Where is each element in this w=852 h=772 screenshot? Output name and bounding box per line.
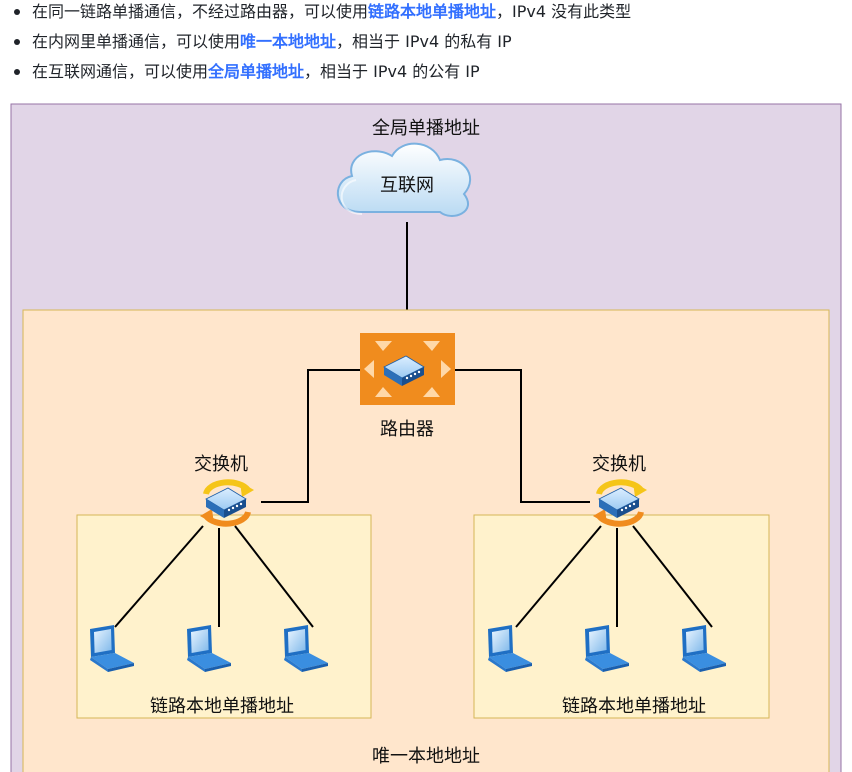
router-label: 路由器 [380,419,434,440]
bullet-text-after: ，相当于 IPv4 的私有 IP [336,32,512,51]
bullet-text-before: 在互联网通信，可以使用 [32,62,209,81]
bullet-link-local: 在同一链路单播通信，不经过路由器，可以使用链路本地单播地址，IPv4 没有此类型 [14,0,631,30]
router-icon [360,333,455,405]
link-local-zone-right [473,514,770,719]
highlight-link-local: 链路本地单播地址 [368,2,497,21]
highlight-global-unicast: 全局单播地址 [208,62,305,81]
bullet-global-unicast: 在互联网通信，可以使用全局单播地址，相当于 IPv4 的公有 IP [14,60,631,90]
link-local-zone-left [76,514,372,719]
internet-label: 互联网 [380,175,434,196]
router-switch-left-link [261,369,360,503]
cloud-icon [336,142,471,217]
link-local-label-left: 链路本地单播地址 [150,696,294,717]
bullet-text-before: 在内网里单播通信，可以使用 [32,32,241,51]
switch-right-laptop-3-link [632,525,713,628]
bullet-list: 在同一链路单播通信，不经过路由器，可以使用链路本地单播地址，IPv4 没有此类型… [14,0,631,90]
bullet-text-after: ，相当于 IPv4 的公有 IP [304,62,480,81]
bullet-text-after: ，IPv4 没有此类型 [496,2,632,21]
switch-left-laptop-1-link [114,525,204,628]
router-switch-right-link [455,369,590,503]
switch-right-laptop-1-link [515,525,602,628]
global-unicast-label: 全局单播地址 [372,118,480,139]
bullet-unique-local: 在内网里单播通信，可以使用唯一本地地址，相当于 IPv4 的私有 IP [14,30,631,60]
switch-label-left: 交换机 [194,454,248,475]
unique-local-label: 唯一本地地址 [372,746,480,767]
link-local-label-right: 链路本地单播地址 [562,696,706,717]
highlight-unique-local: 唯一本地地址 [240,32,337,51]
switch-label-right: 交换机 [592,454,646,475]
switch-left-laptop-3-link [234,525,314,628]
bullet-text-before: 在同一链路单播通信，不经过路由器，可以使用 [32,2,369,21]
